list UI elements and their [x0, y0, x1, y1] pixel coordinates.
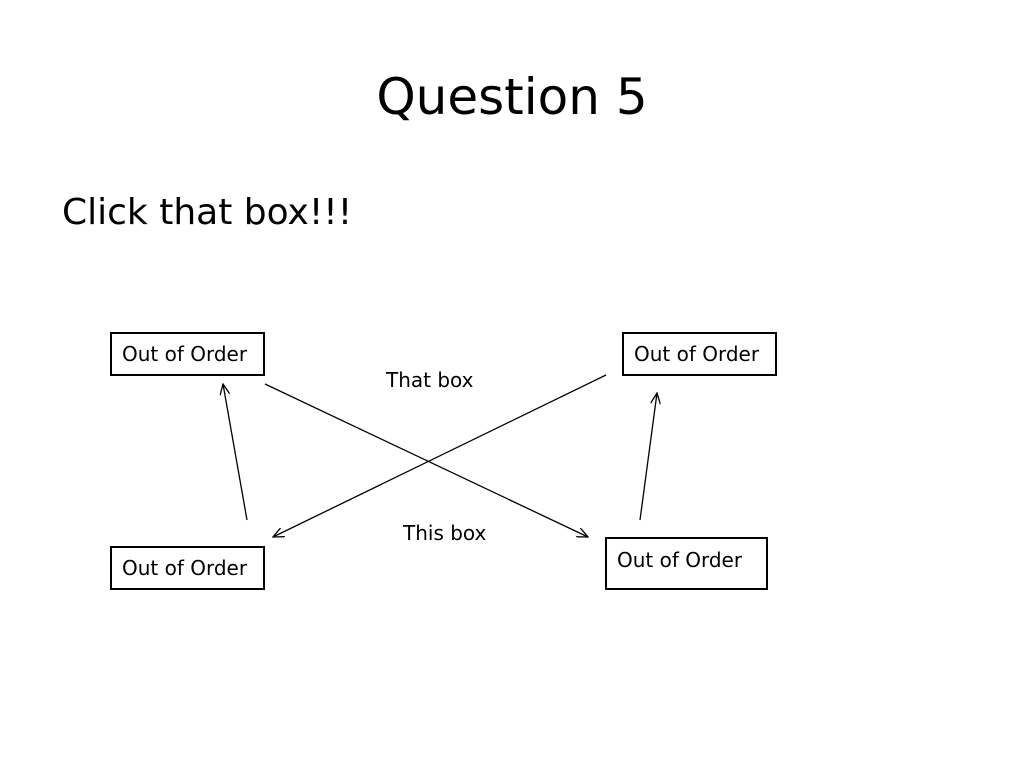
arrow-bottom-right-to-top-right [639, 393, 657, 521]
box-top-right[interactable]: Out of Order [622, 332, 777, 376]
box-bottom-left-label: Out of Order [122, 556, 248, 580]
this-box-label[interactable]: This box [403, 521, 487, 545]
box-top-left-label: Out of Order [122, 342, 248, 366]
that-box-label[interactable]: That box [386, 368, 474, 392]
box-bottom-left[interactable]: Out of Order [110, 546, 265, 590]
arrow-top-left-to-bottom-right [264, 383, 588, 537]
box-top-right-label: Out of Order [634, 342, 760, 366]
slide-prompt: Click that box!!! [62, 192, 353, 233]
box-bottom-right-label: Out of Order [617, 548, 743, 572]
box-bottom-right[interactable]: Out of Order [605, 537, 768, 590]
arrow-bottom-left-to-top-left [223, 384, 248, 521]
arrow-top-right-to-bottom-left [273, 374, 607, 537]
slide-title: Question 5 [376, 68, 648, 126]
box-top-left[interactable]: Out of Order [110, 332, 265, 376]
